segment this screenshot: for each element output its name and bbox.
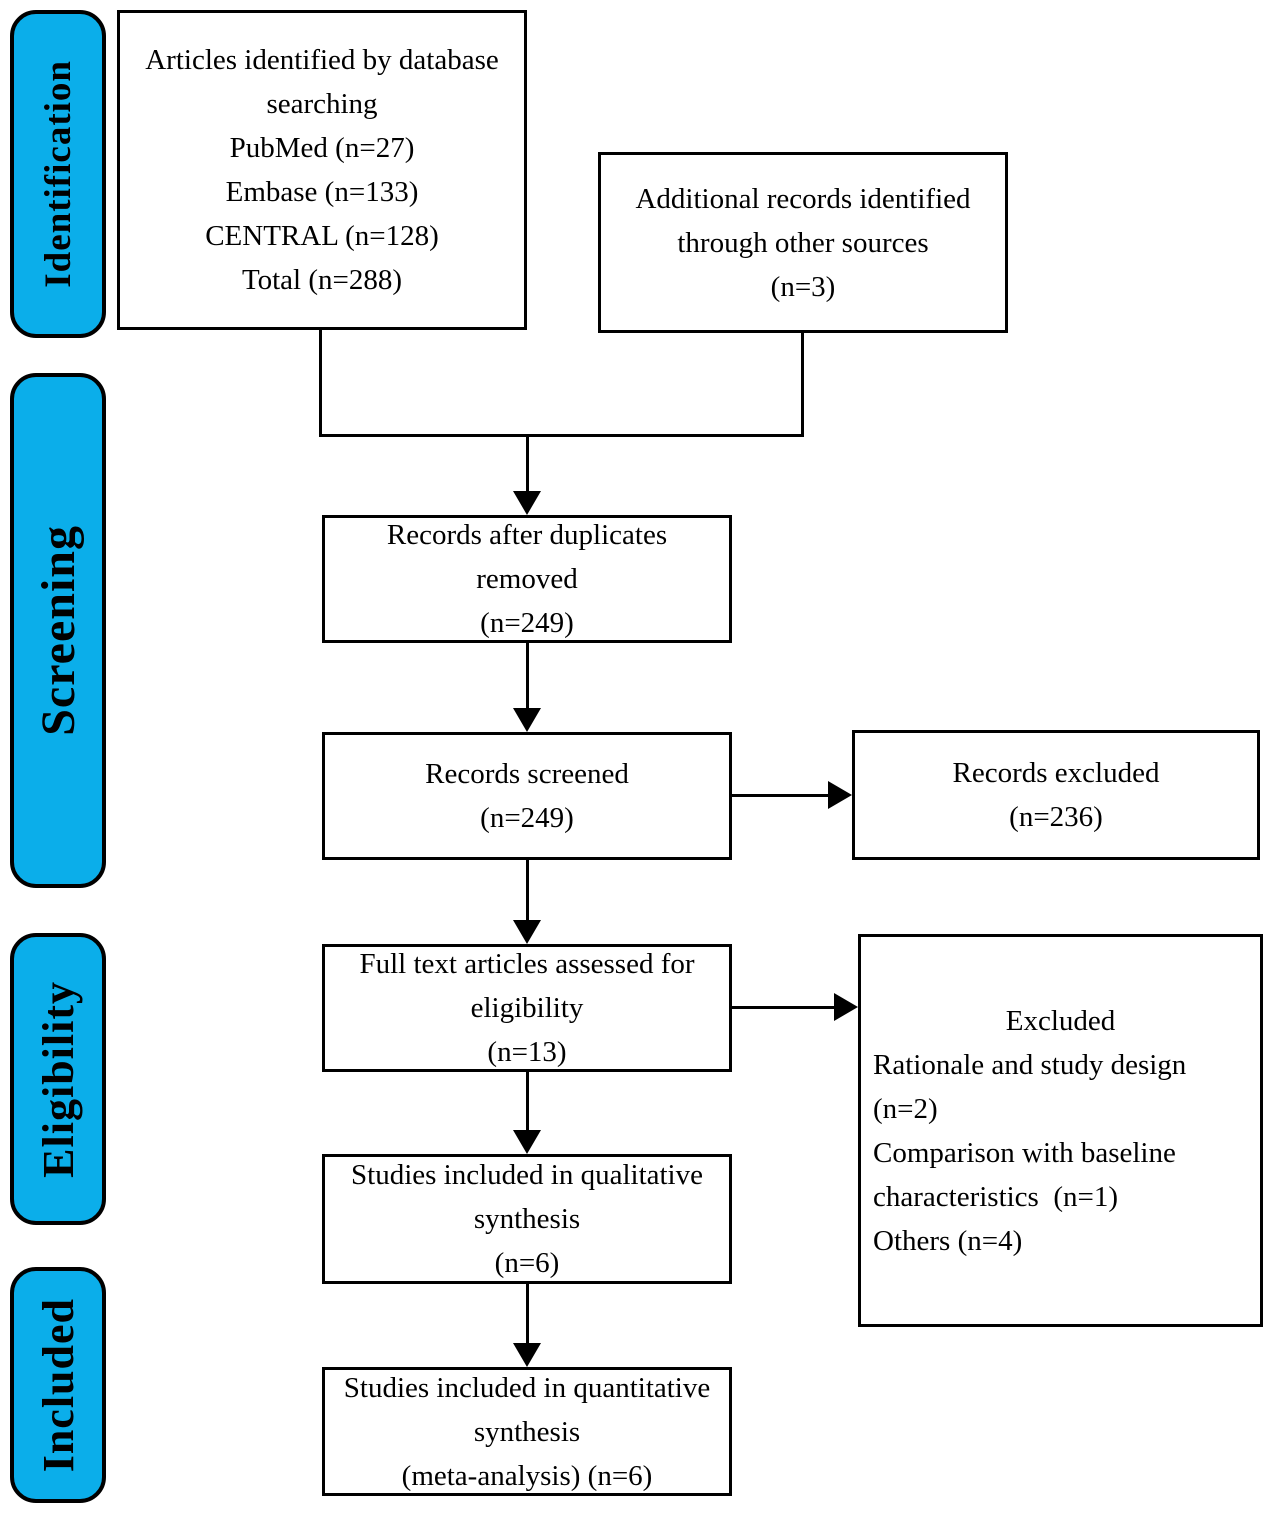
connector-identified-stub [319,330,322,437]
stage-label-included: Included [33,1297,83,1473]
arrowhead-to-qualitative-icon [513,1130,541,1154]
arrowhead-to-records-excluded-icon [828,781,852,809]
text-line: PubMed (n=27) [229,132,415,164]
arrowhead-to-dedup-icon [513,491,541,515]
box-duplicates-removed: Records after duplicates removed (n=249) [322,515,732,643]
stage-label-screening: Screening [31,525,85,736]
stage-band-eligibility: Eligibility [10,933,106,1225]
text-line: (n=249) [480,802,574,834]
text-line: Records screened [425,758,629,790]
box-quantitative-synthesis: Studies included in quantitative synthes… [322,1367,732,1496]
text-line: Studies included in quantitative [343,1371,711,1404]
text-line: eligibility [470,992,584,1024]
text-line: (n=249) [480,607,574,639]
box-fulltext-assessed: Full text articles assessed for eligibil… [322,944,732,1072]
stage-band-identification: Identification [10,10,106,338]
text-line: (meta-analysis) (n=6) [401,1459,653,1492]
box-qualitative-synthesis: Studies included in qualitative synthesi… [322,1154,732,1284]
stage-label-identification: Identification [37,60,79,288]
stage-label-eligibility: Eligibility [33,980,83,1178]
box-records-excluded: Records excluded (n=236) [852,730,1260,860]
connector-fulltext-to-qualitative [526,1072,529,1132]
text-line: (n=2) [873,1092,938,1125]
connector-screened-to-fulltext [526,860,529,922]
text-line: through other sources [677,226,929,259]
text-line: Articles identified by database [145,44,499,76]
text-line: Studies included in qualitative [351,1159,703,1191]
arrowhead-to-quantitative-icon [513,1343,541,1367]
text-line: Embase (n=133) [225,176,419,208]
box-records-screened: Records screened (n=249) [322,732,732,860]
text-line: characteristics (n=1) [873,1180,1119,1213]
text-line: (n=236) [1009,801,1103,833]
text-line: (n=6) [494,1247,560,1279]
connector-fulltext-to-reasons [732,1006,836,1009]
text-line: Records excluded [952,757,1160,789]
text-line: searching [266,88,378,120]
text-line: Total (n=288) [241,264,403,296]
box-exclusion-reasons: Excluded Rationale and study design (n=2… [858,934,1263,1327]
text-line: synthesis [473,1203,581,1235]
text-line: Comparison with baseline [873,1136,1176,1169]
stage-band-included: Included [10,1267,106,1503]
box-articles-identified: Articles identified by database searchin… [117,10,527,330]
arrowhead-to-reasons-icon [834,993,858,1021]
text-line: synthesis [473,1415,581,1448]
connector-additional-stub [801,333,804,437]
box-additional-records: Additional records identified through ot… [598,152,1008,333]
text-line: Records after duplicates [386,519,668,551]
connector-merge-horizontal [319,434,804,437]
text-line: Excluded [1005,1004,1116,1037]
text-line: (n=13) [487,1036,567,1068]
connector-merge-to-dedup [526,437,529,494]
connector-screened-to-excluded [732,794,832,797]
text-line: Full text articles assessed for [359,948,695,980]
arrowhead-to-screened-icon [513,708,541,732]
stage-band-screening: Screening [10,373,106,888]
connector-dedup-to-screened [526,643,529,710]
text-line: Others (n=4) [873,1224,1023,1257]
text-line: CENTRAL (n=128) [205,220,439,252]
text-line: (n=3) [770,270,836,303]
text-line: Rationale and study design [873,1048,1187,1081]
text-line: removed [476,563,578,595]
text-line: Additional records identified [635,182,971,215]
connector-qualitative-to-quantitative [526,1284,529,1345]
arrowhead-to-fulltext-icon [513,920,541,944]
